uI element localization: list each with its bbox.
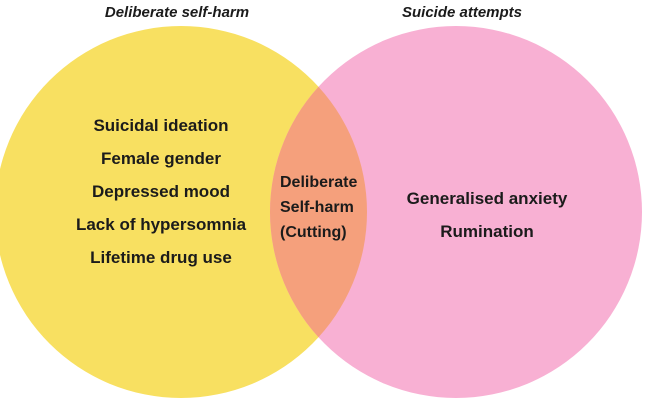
- intersection-label-line: (Cutting): [280, 224, 347, 241]
- right-set-title: Suicide attempts: [401, 4, 523, 21]
- right-circle: [270, 26, 642, 398]
- left-set-title: Deliberate self-harm: [104, 4, 250, 21]
- left-set-item: Lifetime drug use: [90, 248, 232, 267]
- left-set-item: Suicidal ideation: [93, 116, 229, 135]
- left-set-item: Female gender: [101, 149, 221, 168]
- left-set-item: Lack of hypersomnia: [75, 215, 247, 234]
- right-set-items: Generalised anxiety Rumination: [407, 182, 568, 248]
- left-set-items: Suicidal ideation Female gender Depresse…: [76, 109, 246, 274]
- intersection-label: Deliberate Self-harm (Cutting): [280, 170, 357, 245]
- intersection-label-line: Self-harm: [280, 199, 354, 216]
- right-set-item: Rumination: [440, 222, 534, 241]
- left-set-item: Depressed mood: [92, 182, 230, 201]
- left-circle: [0, 26, 367, 398]
- right-set-item: Generalised anxiety: [406, 189, 568, 208]
- intersection-label-line: Deliberate: [280, 174, 358, 191]
